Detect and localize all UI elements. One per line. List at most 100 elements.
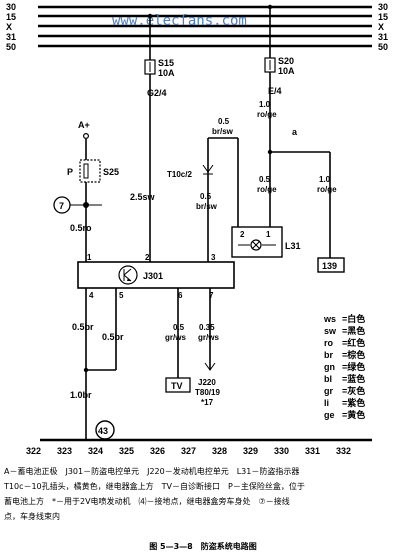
bus-label-right: 50 bbox=[378, 42, 388, 52]
j301-pin-5: 5 bbox=[119, 291, 124, 300]
lower-wiring: 0.5br 0.5br 1.0br 0.5 gr/ws TV 0.35 gr/w… bbox=[70, 288, 220, 440]
caption-line: A－蓄电池正极 J301－防盗电控单元 J220－发动机电控单元 L31－防盗指… bbox=[4, 467, 300, 476]
j301-pin-3: 3 bbox=[211, 253, 216, 262]
scale-number: 329 bbox=[243, 446, 258, 456]
ecu-j220-pin: T80/19 bbox=[195, 388, 220, 397]
wire-label-1-0-roge-b: 1.0 bbox=[319, 175, 331, 184]
caption-line: 点，车身线束内 bbox=[4, 512, 60, 521]
battery-feed: A+ P S25 7 0.5ro bbox=[53, 120, 119, 262]
wire-label-0-5-grws: 0.5 bbox=[173, 323, 185, 332]
wire-label-1-0-roge: ro/ge bbox=[257, 110, 277, 119]
bus-label-left: 31 bbox=[6, 32, 16, 42]
battery-plus: A+ bbox=[78, 120, 90, 130]
wire-label-0-5-roge: ro/ge bbox=[257, 185, 277, 194]
figure-title: 图 5—3—8 防盗系统电路图 bbox=[149, 542, 257, 551]
fuse-s20-terminal: E/4 bbox=[268, 86, 282, 96]
fuse-s20-rating: 10A bbox=[278, 66, 295, 76]
ecu-j220-name: J220 bbox=[198, 378, 216, 387]
j301-pin-1: 1 bbox=[87, 253, 92, 262]
watermark: www.elecfans.com bbox=[112, 13, 247, 29]
fuse-s25-name: S25 bbox=[103, 167, 119, 177]
splice-7: 7 bbox=[59, 201, 64, 211]
module-j301: 1 2 3 J301 4 5 6 7 bbox=[77, 253, 235, 300]
bus-label-right: 31 bbox=[378, 32, 388, 42]
legend-color: =白色 bbox=[342, 313, 365, 324]
connector-139-label: 139 bbox=[322, 261, 337, 271]
lamp-pin-2: 2 bbox=[240, 230, 245, 239]
legend-color: =蓝色 bbox=[342, 373, 365, 384]
legend-color: =黑色 bbox=[342, 325, 365, 336]
fuse-s20-name: S20 bbox=[278, 56, 294, 66]
top-bus: 30 15 X 31 50 30 15 X 31 50 bbox=[6, 2, 388, 52]
fuse-s15-rating: 10A bbox=[158, 68, 175, 78]
legend-code: li bbox=[324, 398, 329, 408]
wire-label-0-5-grws: gr/ws bbox=[165, 333, 186, 342]
bus-label-right: 30 bbox=[378, 2, 388, 12]
bus-label-left: 50 bbox=[6, 42, 16, 52]
legend-code: gn bbox=[324, 362, 335, 372]
scale-number: 328 bbox=[212, 446, 227, 456]
color-legend: ws =白色 sw =黑色 ro =红色 br =棕色 gn =绿色 bl =蓝… bbox=[323, 313, 365, 420]
legend-code: ws bbox=[323, 314, 336, 324]
legend-code: br bbox=[324, 350, 333, 360]
legend-code: gr bbox=[324, 386, 333, 396]
scale-number: 327 bbox=[181, 446, 196, 456]
wire-label-0-5-roge: 0.5 bbox=[259, 175, 271, 184]
circuit-diagram: 30 15 X 31 50 30 15 X 31 50 www.elecfans… bbox=[6, 2, 388, 456]
bus-label-left: 30 bbox=[6, 2, 16, 12]
legend-code: ge bbox=[324, 410, 335, 420]
scale-number: 325 bbox=[119, 446, 134, 456]
wire-label-0-5-brsw-b: br/sw bbox=[196, 202, 218, 211]
wire-label-0-5br-b: 0.5br bbox=[102, 332, 124, 342]
legend-color: =绿色 bbox=[342, 361, 365, 372]
indicator-lamp-l31: 2 1 L31 bbox=[231, 226, 301, 258]
ground-43: 43 bbox=[95, 420, 115, 440]
legend-code: ro bbox=[324, 338, 334, 348]
module-j301-label: J301 bbox=[143, 271, 163, 281]
legend-code: bl bbox=[324, 374, 332, 384]
wire-label-1-0-roge-b: ro/ge bbox=[317, 185, 337, 194]
legend-color: =棕色 bbox=[342, 349, 365, 360]
bus-label-right: 15 bbox=[378, 12, 388, 22]
caption-line: T10c－10孔插头，橘黄色，继电器盒上方 TV－自诊断接口 P－主保险丝盒，位… bbox=[4, 482, 305, 491]
j301-pin-2: 2 bbox=[145, 253, 150, 262]
junction-a: a bbox=[292, 127, 298, 137]
scale-number: 323 bbox=[57, 446, 72, 456]
bus-label-left: X bbox=[6, 22, 12, 32]
ecu-j220-note: *17 bbox=[201, 398, 214, 407]
bottom-scale: 322 323 324 325 326 327 328 329 330 331 … bbox=[26, 438, 372, 456]
wire-label-1-0-roge: 1.0 bbox=[259, 100, 271, 109]
caption-line: 蓄电池上方 *－用于2V电喷发动机 ⑷－接地点，继电器盒旁车身处 ⑦－接线 bbox=[4, 497, 290, 506]
wire-label-0-5-brsw: 0.5 bbox=[218, 117, 230, 126]
wire-label-0-5br: 0.5br bbox=[72, 322, 94, 332]
wire-br-sw: 0.5 br/sw T10c/2 0.5 br/sw bbox=[167, 117, 239, 262]
lamp-pin-1: 1 bbox=[266, 230, 271, 239]
ground-43-label: 43 bbox=[98, 426, 108, 436]
bus-label-right: X bbox=[378, 22, 384, 32]
scale-number: 322 bbox=[26, 446, 41, 456]
j301-pin-6: 6 bbox=[178, 291, 183, 300]
fuse-box-p: P bbox=[67, 167, 73, 177]
j301-pin-7: 7 bbox=[209, 291, 214, 300]
legend-color: =黄色 bbox=[342, 409, 365, 420]
j301-pin-4: 4 bbox=[89, 291, 94, 300]
fuse-s15-name: S15 bbox=[158, 58, 174, 68]
scale-number: 331 bbox=[305, 446, 320, 456]
fuse-s15-terminal: G2/4 bbox=[147, 88, 167, 98]
scale-number: 326 bbox=[150, 446, 165, 456]
wire-label-2-5sw: 2.5sw bbox=[130, 192, 156, 202]
diagnostic-port-tv: TV bbox=[171, 381, 183, 391]
wire-label-0-5ro: 0.5ro bbox=[70, 223, 92, 233]
wire-label-0-5-brsw-b: 0.5 bbox=[200, 192, 212, 201]
connector-139: 139 bbox=[317, 257, 345, 273]
scale-number: 332 bbox=[336, 446, 351, 456]
bus-label-left: 15 bbox=[6, 12, 16, 22]
legend-color: =红色 bbox=[342, 337, 365, 348]
scale-number: 324 bbox=[88, 446, 103, 456]
legend-color: =紫色 bbox=[342, 397, 365, 408]
figure-caption: A－蓄电池正极 J301－防盗电控单元 J220－发动机电控单元 L31－防盗指… bbox=[4, 464, 404, 524]
wire-label-0-5-brsw: br/sw bbox=[212, 127, 234, 136]
legend-color: =灰色 bbox=[342, 385, 365, 396]
wire-label-0-35-grws: gr/ws bbox=[198, 333, 219, 342]
scale-number: 330 bbox=[274, 446, 289, 456]
